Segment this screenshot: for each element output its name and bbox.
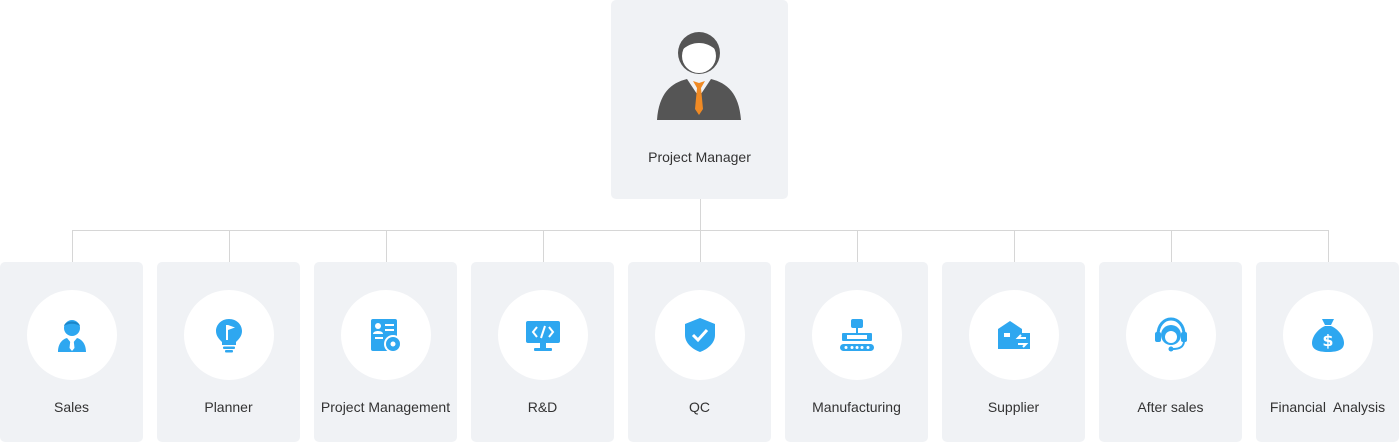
icon-circle [341,290,431,380]
branch-connector [1171,230,1172,262]
money-bag-icon: $ [1312,319,1344,352]
dept-qc[interactable]: QC [628,262,771,442]
icon-circle [27,290,117,380]
branch-connector [229,230,230,262]
branch-connector [543,230,544,262]
lightbulb-flag-icon [216,319,242,353]
dept-label: Project Management [320,399,451,415]
icon-circle [498,290,588,380]
branch-connector [700,230,701,262]
icon-circle [969,290,1059,380]
dept-label: Supplier [987,399,1040,415]
dept-label: Planner [204,399,253,415]
icon-circle [655,290,745,380]
dept-manufacturing[interactable]: Manufacturing [785,262,928,442]
dept-after-sales[interactable]: After sales [1099,262,1242,442]
root-connector [700,199,701,230]
id-card-gear-icon [371,319,402,353]
shield-check-icon [685,318,715,352]
dept-label: After sales [1137,399,1204,415]
branch-connector [386,230,387,262]
dept-label: Manufacturing [812,399,901,415]
manager-icon [657,32,741,120]
production-line-icon [840,319,874,351]
dept-planner[interactable]: Planner [157,262,300,442]
icon-circle: $ [1283,290,1373,380]
headset-agent-icon [1155,317,1187,352]
branch-connector [1328,230,1329,262]
warehouse-icon [998,321,1030,349]
branch-connector [72,230,73,262]
dept-label: Financial Analysis [1269,399,1386,415]
dept-financial-analysis[interactable]: $ Financial Analysis [1256,262,1399,442]
node-label: Project Manager [648,149,751,165]
dept-label: R&D [527,399,558,415]
icon-circle [1126,290,1216,380]
dept-sales[interactable]: Sales [0,262,143,442]
dept-label: QC [689,399,710,415]
dept-rnd[interactable]: R&D [471,262,614,442]
icon-circle [812,290,902,380]
dept-project-management[interactable]: Project Management [314,262,457,442]
branch-connector [1014,230,1015,262]
dept-label: Sales [53,399,90,415]
salesperson-icon [58,320,86,352]
code-monitor-icon [526,321,560,351]
dept-supplier[interactable]: Supplier [942,262,1085,442]
branch-connector [857,230,858,262]
project-manager-node[interactable]: Project Manager [611,0,788,199]
svg-text:$: $ [1322,331,1333,350]
icon-circle [184,290,274,380]
